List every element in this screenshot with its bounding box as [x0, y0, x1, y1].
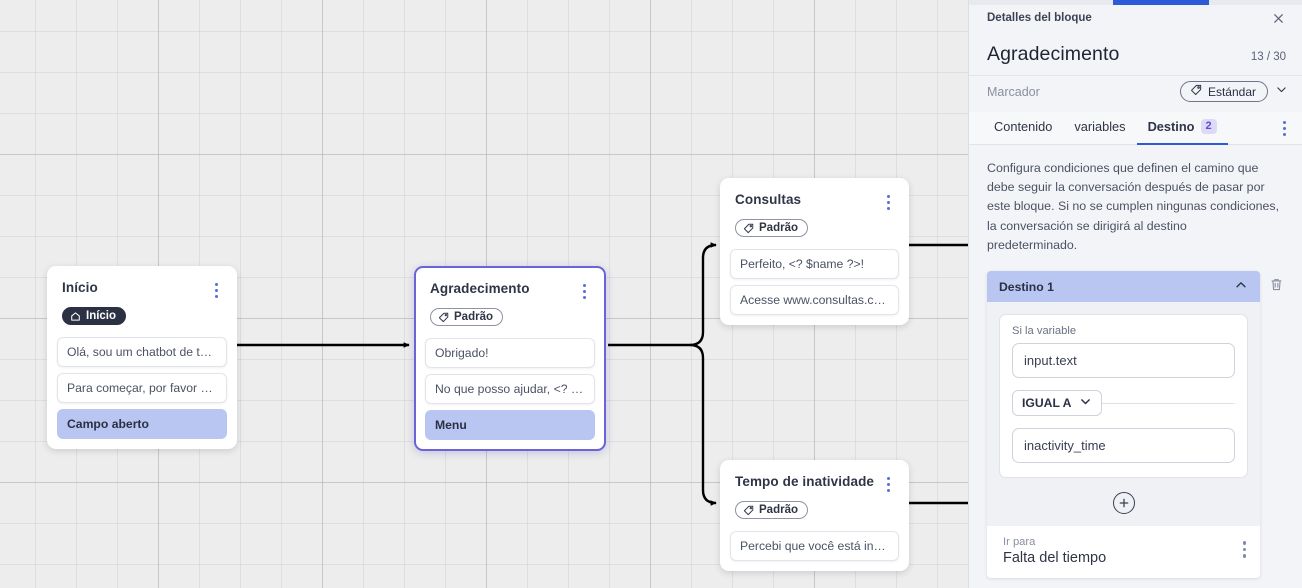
- flow-canvas[interactable]: Início Início Olá, sou um chatbot de tes…: [0, 0, 968, 588]
- goto-label: Ir para: [1003, 536, 1036, 549]
- top-strip-highlight: [1113, 0, 1209, 5]
- home-icon: [70, 311, 81, 322]
- node-title: Agradecimento: [430, 281, 530, 296]
- plus-circle-icon[interactable]: [1112, 492, 1135, 515]
- flow-node-tempo-de-inatividade[interactable]: Tempo de inatividade Padrão Percebi que …: [720, 460, 909, 571]
- node-badge-label: Padrão: [454, 311, 493, 323]
- tabs-spacer: [1228, 112, 1273, 144]
- page-title: Agradecimento: [987, 43, 1120, 65]
- chevron-down-icon[interactable]: [1275, 83, 1288, 101]
- destination-header-label: Destino 1: [999, 279, 1054, 294]
- condition-box: Si la variable input.text IGUAL A: [999, 314, 1248, 479]
- panel-header: Detalles del bloque: [969, 5, 1302, 31]
- tag-icon: [438, 312, 449, 323]
- condition-variable-input[interactable]: input.text: [1012, 343, 1235, 379]
- tag-icon: [1190, 84, 1202, 99]
- tab-label: Contenido: [994, 119, 1053, 134]
- node-row[interactable]: Obrigado!: [425, 337, 595, 368]
- tab-destino[interactable]: Destino 2: [1136, 112, 1228, 145]
- node-row[interactable]: Percebi que você está inativo. C...: [730, 530, 899, 561]
- node-title: Início: [62, 280, 98, 295]
- goto-value: Falta del tiempo: [1003, 550, 1107, 567]
- tab-variables[interactable]: variables: [1063, 112, 1136, 145]
- node-row[interactable]: No que posso ajudar, <? $name ...: [425, 373, 595, 404]
- goto-card[interactable]: Ir para Falta del tiempo: [987, 526, 1260, 579]
- node-title: Tempo de inatividade: [735, 474, 875, 489]
- node-row-list: Percebi que você está inativo. C...: [721, 530, 908, 561]
- marcador-value-label: Estándar: [1207, 84, 1256, 99]
- condition-operator-row: IGUAL A: [1012, 389, 1235, 417]
- node-badge[interactable]: Início: [62, 307, 127, 325]
- destination-description: Configura condiciones que definen el cam…: [987, 161, 1280, 252]
- block-details-panel: Detalles del bloque Agradecimento 13 / 3…: [968, 0, 1302, 588]
- node-header: Consultas: [721, 179, 908, 211]
- destination-card: Destino 1 Si la variable input.text: [987, 271, 1260, 579]
- destination-header[interactable]: Destino 1: [987, 271, 1260, 303]
- flow-node-consultas[interactable]: Consultas Padrão Perfeito, <? $name ?>! …: [720, 178, 909, 325]
- node-badge[interactable]: Padrão: [430, 308, 503, 326]
- panel-header-title: Detalles del bloque: [987, 12, 1092, 24]
- node-row[interactable]: Para começar, por favor digite o ...: [57, 372, 227, 403]
- flow-node-inicio[interactable]: Início Início Olá, sou um chatbot de tes…: [47, 266, 237, 449]
- condition-value-input[interactable]: inactivity_time: [1012, 428, 1235, 464]
- marcador-value-badge[interactable]: Estándar: [1179, 81, 1268, 102]
- node-badge-label: Início: [86, 310, 117, 322]
- condition-operator-select[interactable]: IGUAL A: [1012, 390, 1103, 417]
- node-badge-label: Padrão: [759, 504, 798, 516]
- node-menu-button[interactable]: [208, 281, 224, 299]
- marcador-row: Marcador Estándar: [969, 75, 1302, 112]
- node-title: Consultas: [735, 192, 802, 207]
- node-menu-button[interactable]: [880, 193, 896, 211]
- tab-contenido[interactable]: Contenido: [983, 112, 1063, 145]
- tab-count-badge: 2: [1200, 119, 1217, 134]
- panel-body: Configura condiciones que definen el cam…: [969, 145, 1302, 588]
- node-badge-label: Padrão: [759, 222, 798, 234]
- tab-label: variables: [1074, 119, 1126, 134]
- char-counter: 13 / 30: [1250, 51, 1286, 63]
- marcador-label: Marcador: [987, 84, 1040, 99]
- node-badge[interactable]: Padrão: [735, 501, 808, 519]
- node-row-list: Perfeito, <? $name ?>! Acesse www.consul…: [721, 248, 908, 315]
- destination-wrapper: Destino 1 Si la variable input.text: [969, 271, 1302, 579]
- tab-label: Destino: [1147, 119, 1195, 134]
- tag-icon: [743, 223, 754, 234]
- panel-tabs: Contenido variables Destino 2: [969, 112, 1302, 145]
- node-badge[interactable]: Padrão: [735, 219, 808, 237]
- node-row[interactable]: Perfeito, <? $name ?>!: [730, 248, 899, 279]
- node-header: Tempo de inatividade: [721, 461, 908, 493]
- tag-icon: [743, 505, 754, 516]
- node-row-list: Obrigado! No que posso ajudar, <? $name …: [416, 337, 604, 440]
- chevron-up-icon[interactable]: [1234, 278, 1248, 295]
- node-row[interactable]: Acesse www.consultas.com par...: [730, 284, 899, 315]
- node-header: Agradecimento: [416, 268, 604, 300]
- node-row[interactable]: Campo aberto: [57, 408, 227, 439]
- block-title-row: Agradecimento 13 / 30: [969, 31, 1302, 75]
- top-strip: [969, 0, 1302, 5]
- node-row[interactable]: Olá, sou um chatbot de teste!: [57, 336, 227, 367]
- chevron-down-icon: [1079, 395, 1092, 411]
- node-row[interactable]: Menu: [425, 409, 595, 440]
- node-row-list: Olá, sou um chatbot de teste! Para começ…: [48, 336, 236, 439]
- condition-label: Si la variable: [1012, 325, 1077, 338]
- node-menu-button[interactable]: [880, 475, 896, 493]
- node-menu-button[interactable]: [576, 282, 592, 300]
- trash-icon[interactable]: [1266, 271, 1286, 293]
- node-header: Início: [48, 267, 236, 299]
- more-vertical-icon[interactable]: [1273, 112, 1296, 144]
- condition-operator-label: IGUAL A: [1022, 396, 1072, 411]
- close-icon[interactable]: [1268, 8, 1288, 28]
- flow-node-agradecimento[interactable]: Agradecimento Padrão Obrigado! No que po…: [414, 266, 606, 451]
- add-condition-row: [987, 490, 1260, 526]
- more-vertical-icon[interactable]: [1242, 536, 1246, 558]
